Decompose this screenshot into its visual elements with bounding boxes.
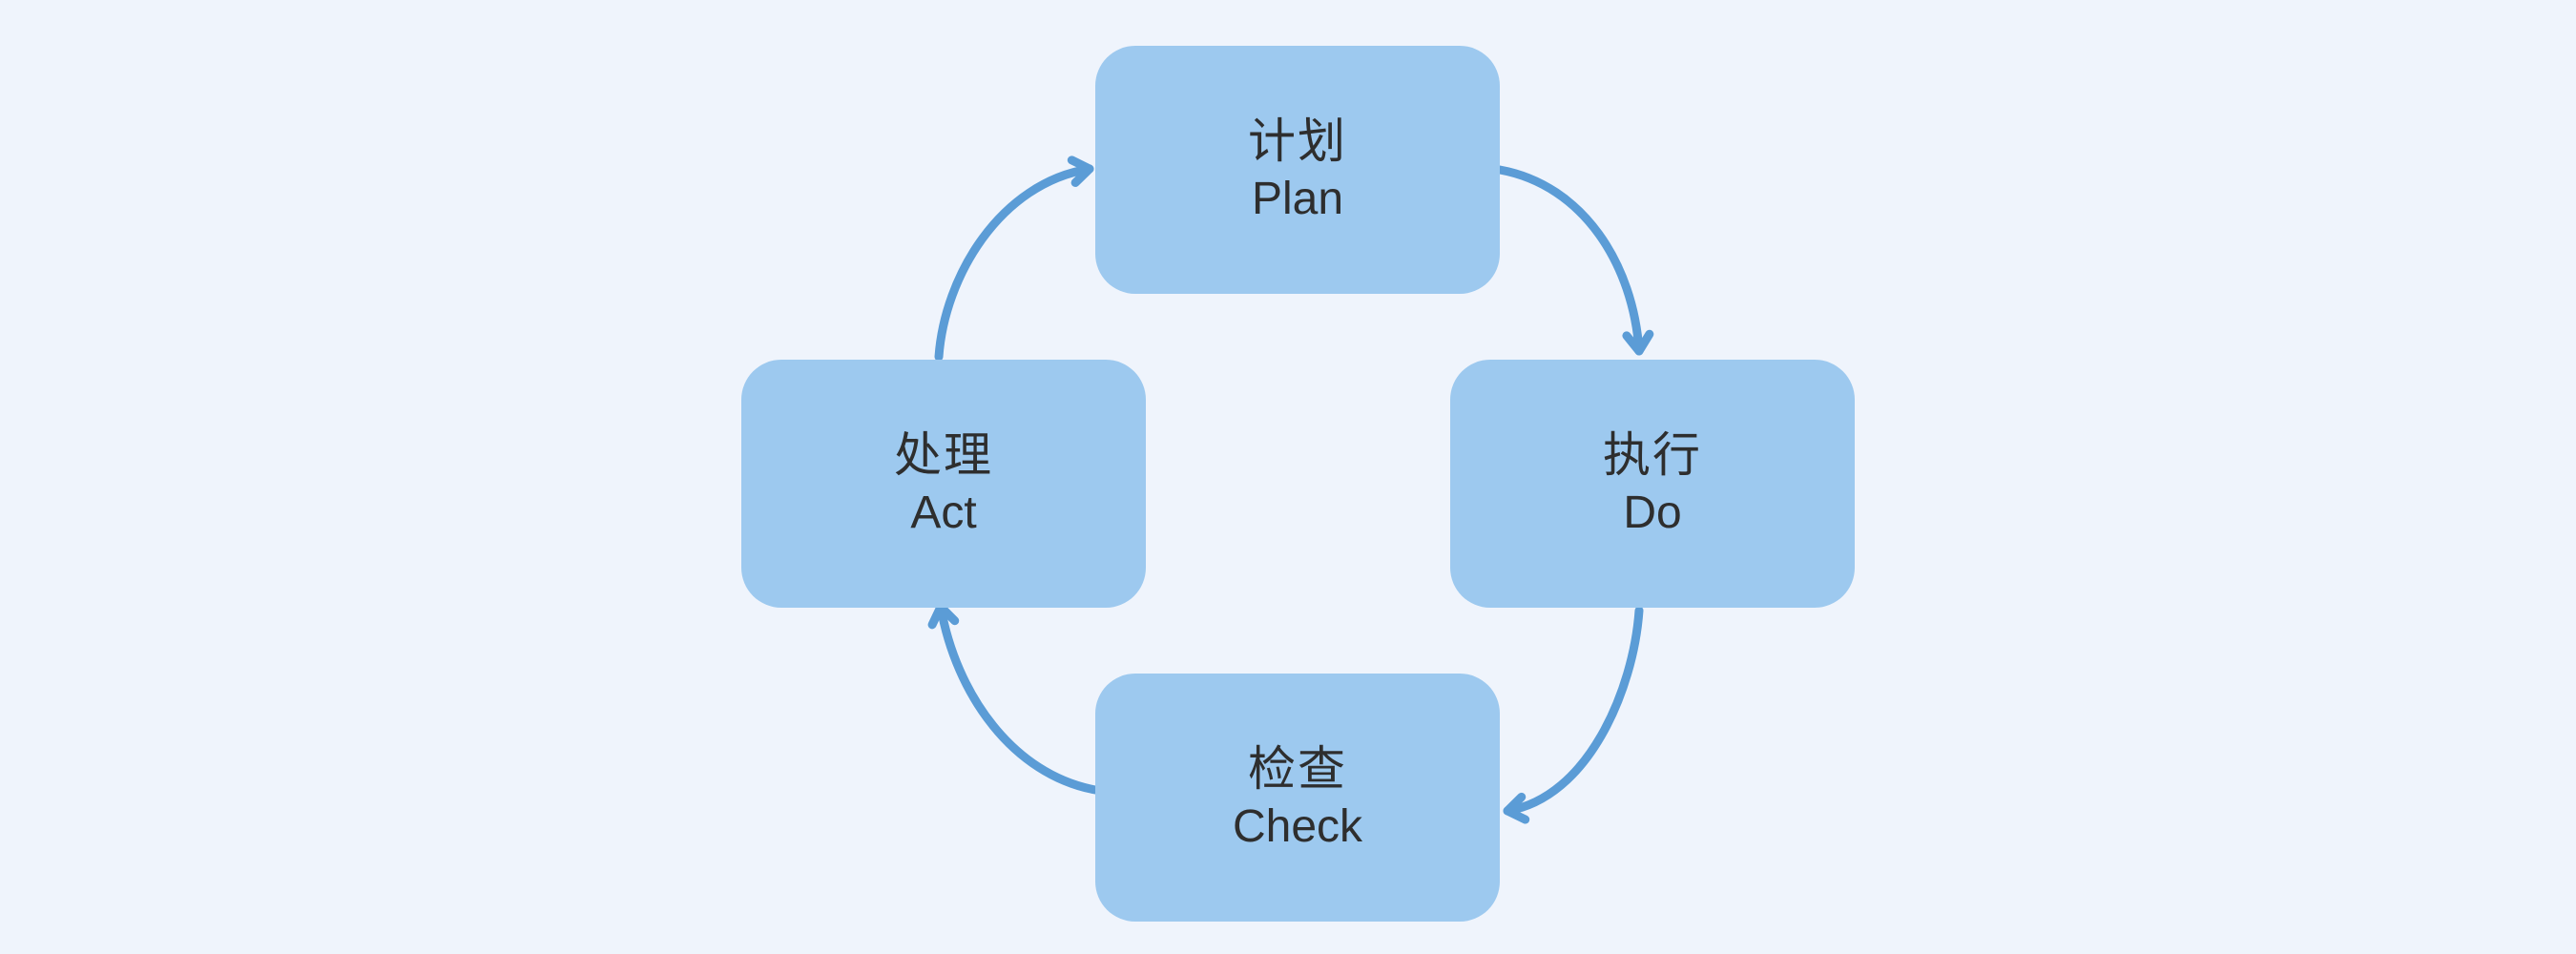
node-plan: 计划 Plan [1095, 46, 1500, 294]
node-check-label-en: Check [1232, 801, 1363, 852]
node-do-label-zh: 执行 [1603, 428, 1702, 482]
node-act: 处理 Act [741, 360, 1146, 608]
node-do: 执行 Do [1450, 360, 1855, 608]
node-plan-label-zh: 计划 [1248, 114, 1347, 168]
arrow-act-to-plan [934, 156, 1094, 362]
arrow-do-to-check [1503, 606, 1644, 824]
node-plan-label-en: Plan [1251, 174, 1344, 224]
node-do-label-en: Do [1623, 487, 1682, 538]
arrow-check-to-act [927, 602, 1100, 795]
arrow-plan-to-do [1495, 165, 1654, 356]
node-act-label-zh: 处理 [894, 428, 993, 482]
node-check: 检查 Check [1095, 674, 1500, 922]
node-act-label-en: Act [910, 487, 977, 538]
node-check-label-zh: 检查 [1248, 742, 1347, 796]
